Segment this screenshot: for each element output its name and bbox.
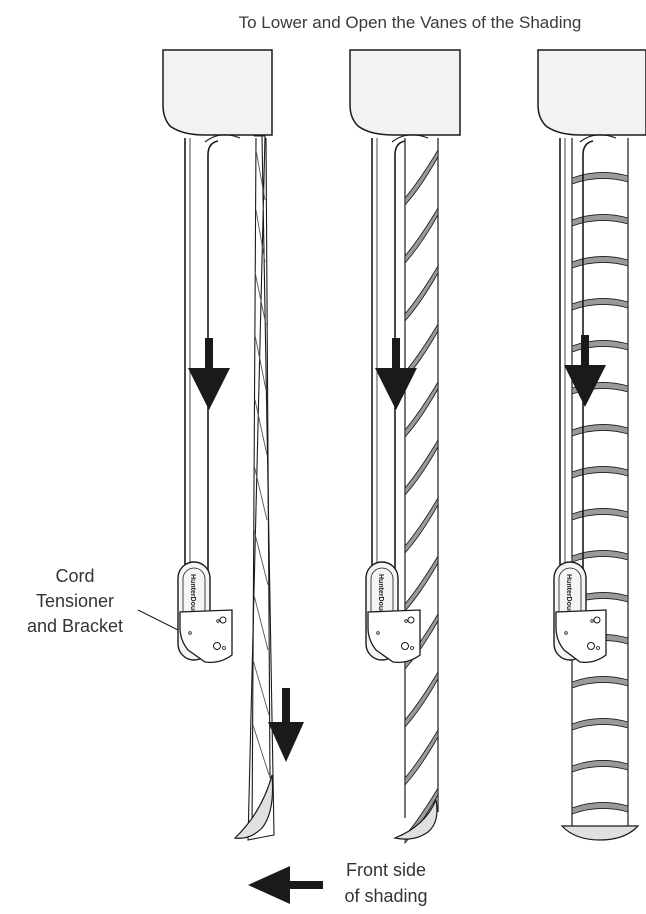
vane [404, 554, 439, 613]
cord-back-1 [207, 140, 219, 572]
bracket-3 [555, 609, 607, 663]
bottom-rail-2 [392, 797, 438, 840]
callout-tensioner-line-3: and Bracket [27, 616, 123, 636]
vane [571, 256, 629, 269]
bottom-rail-3 [560, 825, 640, 841]
callout-front-line-2: of shading [344, 886, 427, 906]
vane [404, 206, 439, 265]
vane [571, 718, 629, 731]
panel-partial: HunterDouglas [349, 49, 461, 845]
fabric-clip-1 [204, 134, 241, 143]
vane [571, 466, 629, 479]
open-vanes [571, 172, 629, 815]
vane [404, 438, 439, 497]
closed-vane-lines [252, 149, 270, 776]
brand-mark-3: HunterDouglas [565, 574, 572, 624]
vane [571, 172, 629, 185]
headrail-1 [162, 49, 273, 136]
down-arrow-cord-1 [188, 338, 230, 410]
panel-closed: HunterDouglas [137, 49, 304, 841]
vane [404, 496, 439, 555]
headrail-2 [349, 49, 461, 136]
vane [571, 760, 629, 773]
down-arrow-cord-2 [375, 338, 417, 410]
callout-front-side: Front side of shading [248, 860, 428, 906]
vane [571, 214, 629, 227]
vane [404, 380, 439, 439]
diagram-title: To Lower and Open the Vanes of the Shadi… [239, 13, 582, 32]
bottom-rail-1 [233, 774, 274, 839]
down-arrow-cord-3 [564, 335, 606, 407]
callout-leader [137, 609, 179, 631]
partial-vanes [404, 148, 439, 845]
callout-tensioner-line-2: Tensioner [36, 591, 114, 611]
panel-open: HunterDouglas [537, 49, 646, 841]
down-arrow-fabric [268, 688, 304, 762]
left-arrow-icon [248, 866, 323, 904]
headrail-3 [537, 49, 646, 136]
vane [571, 424, 629, 437]
brand-mark-2: HunterDouglas [377, 574, 384, 624]
vane [404, 728, 439, 787]
vane [571, 550, 629, 563]
vane [404, 148, 439, 207]
vane [571, 508, 629, 521]
vane [571, 340, 629, 353]
callout-front-line-1: Front side [346, 860, 426, 880]
vane [571, 802, 629, 815]
vane [571, 676, 629, 689]
brand-mark-1: HunterDouglas [189, 574, 196, 624]
vane [404, 670, 439, 729]
vane [571, 298, 629, 311]
callout-tensioner-line-1: Cord [55, 566, 94, 586]
vane [404, 264, 439, 323]
callout-tensioner: Cord Tensioner and Bracket [27, 566, 123, 636]
